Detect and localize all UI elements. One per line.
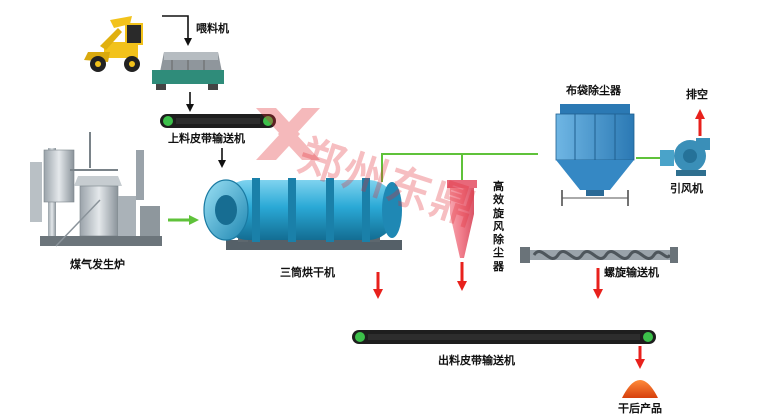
label-upper-conveyor: 上料皮带输送机: [168, 132, 245, 145]
screw-conveyor: [520, 247, 678, 263]
label-induced-fan: 引风机: [670, 182, 703, 195]
upper-belt-conveyor: [160, 114, 276, 128]
label-cyclone: 高效旋风除尘器: [493, 180, 504, 273]
dongding-logo-icon: [256, 108, 320, 160]
label-dryer: 三筒烘干机: [280, 266, 335, 279]
cyclone-separator: [447, 180, 477, 258]
product-pile: [622, 380, 658, 398]
duct-dryer-to-bag-filter: [381, 153, 538, 182]
label-feeder: 喂料机: [196, 22, 229, 35]
label-screw-conveyor: 螺旋输送机: [604, 266, 659, 279]
gas-generator: [30, 132, 162, 247]
centrifugal-fan-icon: [660, 138, 710, 176]
label-bag-filter: 布袋除尘器: [566, 84, 621, 97]
wheel-loader-icon: [84, 16, 143, 72]
label-gas-generator: 煤气发生炉: [70, 258, 125, 271]
triple-pass-dryer: [203, 178, 402, 250]
label-product: 干后产品: [618, 402, 662, 415]
arrow-loader-to-feeder: [162, 15, 192, 46]
discharge-belt-conveyor: [352, 330, 656, 344]
label-exhaust: 排空: [686, 88, 708, 101]
label-discharge-conveyor: 出料皮带输送机: [438, 354, 515, 367]
feeder-machine: [152, 52, 224, 90]
bag-filter: [555, 104, 635, 206]
